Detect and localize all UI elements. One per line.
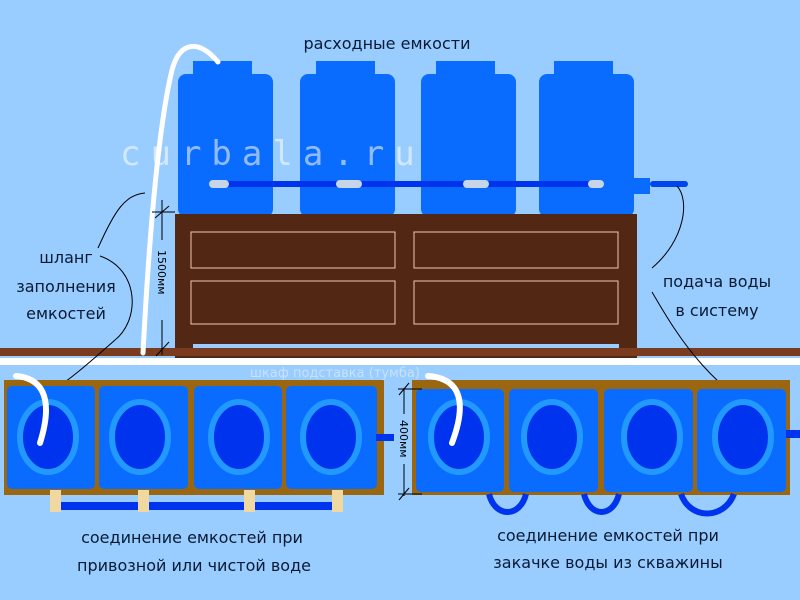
svg-text:закачке воды из скважины: закачке воды из скважины <box>493 553 722 572</box>
svg-text:шланг: шланг <box>39 248 93 267</box>
svg-text:заполнения: заполнения <box>16 277 116 296</box>
fill-hose-label: шланг заполнения емкостей <box>16 248 116 323</box>
svg-text:подача воды: подача воды <box>663 272 771 291</box>
lower-tank <box>194 386 282 489</box>
u-connector <box>678 492 737 517</box>
floor-line <box>0 358 800 365</box>
u-connector <box>486 493 529 515</box>
lower-left-tank-group <box>4 380 394 512</box>
cabinet-label: шкаф подставка (тумба) <box>250 366 420 381</box>
leader-line <box>49 255 133 393</box>
leader-line <box>651 185 685 269</box>
dimension-1500: 1500мм <box>152 200 175 357</box>
hose <box>13 373 49 446</box>
lower-tank <box>286 386 377 489</box>
floor <box>0 348 800 356</box>
hose <box>425 373 463 446</box>
dimension-400-label: 400мм <box>397 420 410 458</box>
watermark: curbala.ru <box>120 134 425 174</box>
svg-text:привозной или чистой воде: привозной или чистой воде <box>77 556 311 575</box>
leader-line <box>97 192 146 249</box>
upper-connecting-pipe <box>209 178 688 194</box>
lower-tank <box>99 386 188 489</box>
dimension-1500-label: 1500мм <box>155 250 168 295</box>
bottom-connecting-pipe <box>60 502 340 510</box>
upper-tank <box>421 61 516 217</box>
svg-text:соединение емкостей при: соединение емкостей при <box>81 528 303 547</box>
dimension-400: 400мм <box>397 382 422 501</box>
supply-label: подача воды в систему <box>663 272 771 320</box>
cabinet-stand <box>175 214 637 358</box>
svg-text:емкостей: емкостей <box>26 304 106 323</box>
lower-tank <box>416 389 504 492</box>
title-upper-tanks: расходные емкости <box>304 34 471 53</box>
lower-tank <box>697 389 786 492</box>
fill-hose <box>140 43 221 356</box>
lower-tank <box>7 386 95 489</box>
lower-tank <box>509 389 598 492</box>
svg-text:в систему: в систему <box>675 301 758 320</box>
u-connector <box>581 493 622 515</box>
lower-tank <box>604 389 693 492</box>
lower-right-tank-group <box>412 380 800 517</box>
svg-text:соединение емкостей при: соединение емкостей при <box>497 526 719 545</box>
right-caption: соединение емкостей при закачке воды из … <box>493 526 722 572</box>
left-caption: соединение емкостей при привозной или чи… <box>77 528 311 575</box>
upper-tank <box>539 61 634 217</box>
